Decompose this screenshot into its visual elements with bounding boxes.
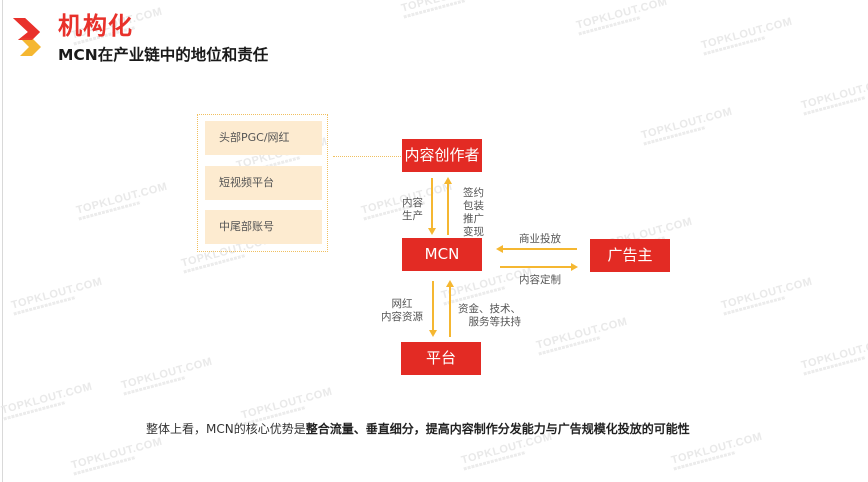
watermark: TOPKLOUT.COM (800, 76, 868, 116)
content-source-group: 头部PGC/网红 短视频平台 中尾部账号 (197, 114, 328, 252)
watermark: TOPKLOUT.COM (10, 276, 105, 316)
arrow-platform-to-mcn (449, 287, 451, 337)
source-box-pgc: 头部PGC/网红 (205, 121, 322, 155)
arrow-mcn-to-platform (432, 281, 434, 331)
summary-emphasis: 整合流量、垂直细分，提高内容制作分发能力与广告规模化投放的可能性 (305, 422, 690, 436)
watermark: TOPKLOUT.COM (800, 336, 868, 376)
page-subtitle: MCN在产业链中的地位和责任 (58, 46, 269, 64)
arrowhead-down-icon (428, 228, 436, 235)
summary-text: 整体上看，MCN的核心优势是整合流量、垂直细分，提高内容制作分发能力与广告规模化… (146, 420, 690, 437)
watermark: TOPKLOUT.COM (640, 106, 735, 146)
edge-label-commercial-ads: 商业投放 (519, 233, 561, 245)
arrowhead-up-icon (444, 177, 452, 184)
source-box-short-video: 短视频平台 (205, 166, 322, 200)
arrow-mcn-to-advertiser (500, 266, 572, 268)
watermark: TOPKLOUT.COM (400, 0, 495, 18)
arrowhead-up-icon (446, 280, 454, 287)
edge-label-content-customization: 内容定制 (519, 274, 561, 286)
edge-label-platform-support: 资金、技术、 服务等扶持 (458, 303, 521, 328)
watermark: TOPKLOUT.COM (0, 381, 95, 421)
arrow-advertiser-to-mcn (502, 248, 577, 250)
source-box-long-tail: 中尾部账号 (205, 210, 322, 244)
edge-label-content-production: 内容 生产 (402, 197, 423, 222)
arrowhead-left-icon (496, 245, 503, 253)
left-edge-rule (2, 0, 3, 482)
watermark: TOPKLOUT.COM (70, 436, 165, 476)
source-connector-line (333, 156, 401, 157)
watermark: TOPKLOUT.COM (75, 181, 170, 221)
page-title: 机构化 (58, 12, 133, 40)
summary-normal: 整体上看，MCN的核心优势是 (146, 422, 306, 436)
watermark: TOPKLOUT.COM (120, 356, 215, 396)
watermark: TOPKLOUT.COM (575, 0, 670, 35)
edge-label-signing-services: 签约 包装 推广 变现 (463, 187, 484, 238)
watermark: TOPKLOUT.COM (720, 276, 815, 316)
watermark: TOPKLOUT.COM (700, 16, 795, 56)
node-content-creator: 内容创作者 (402, 139, 482, 172)
arrowhead-down-icon (429, 330, 437, 337)
arrowhead-right-icon (571, 263, 578, 271)
edge-label-influencer-resources: 网红 内容资源 (381, 298, 423, 323)
node-mcn: MCN (402, 238, 482, 271)
node-platform: 平台 (401, 342, 481, 375)
node-advertiser: 广告主 (590, 239, 670, 272)
arrow-creator-to-mcn (431, 178, 433, 229)
chevron-logo-icon (13, 18, 41, 56)
arrow-mcn-to-creator (447, 184, 449, 235)
watermark: TOPKLOUT.COM (535, 316, 630, 356)
